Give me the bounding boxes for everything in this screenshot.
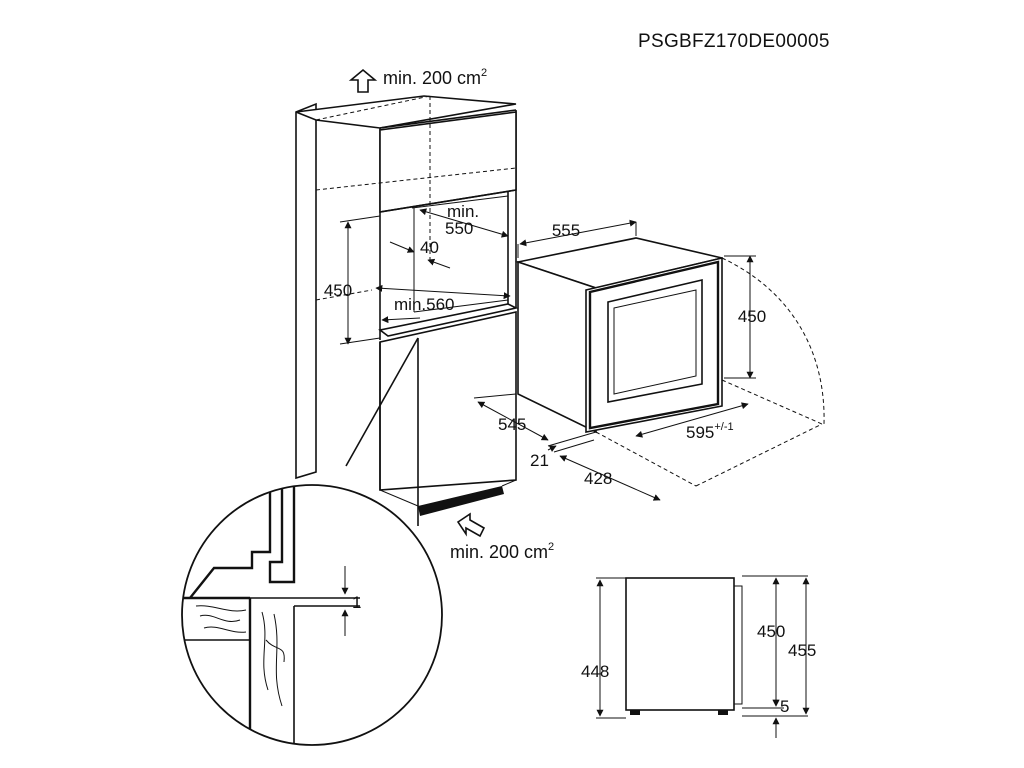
side-dimension-455: 455 [788,641,816,660]
dimension-min-label: min. [447,202,479,221]
dimension-550: 550 [445,219,473,238]
oven-height-450: 450 [738,307,766,326]
dimension-450-niche: 450 [324,281,352,300]
dimension-min560: min.560 [394,295,454,314]
document-code: PSGBFZ170DE00005 [638,31,830,52]
vent-top-label: min. 200 cm2 [383,67,487,88]
oven-dimension-21: 21 [530,451,549,470]
niche-dimensions [339,208,511,345]
vent-bottom-arrow-icon [456,512,486,538]
vent-top-arrow-icon [348,68,378,93]
cabinet [295,95,519,516]
oven-width-555: 555 [552,221,580,240]
detail-circle [181,484,443,746]
dimension-40: 40 [420,238,439,257]
detail-gap-dimension: 1 [352,593,361,612]
side-dimension-5: 5 [780,697,789,716]
oven-dimension-428: 428 [584,469,612,488]
oven-side-view [596,575,810,738]
oven-appliance [514,237,723,434]
side-dimension-448: 448 [581,662,609,681]
side-dimension-450: 450 [757,622,785,641]
vent-bottom-label: min. 200 cm2 [450,541,554,562]
oven-depth-545: 545 [498,415,526,434]
oven-width-595: 595+/-1 [686,421,734,442]
oven-dimensions [473,219,825,501]
